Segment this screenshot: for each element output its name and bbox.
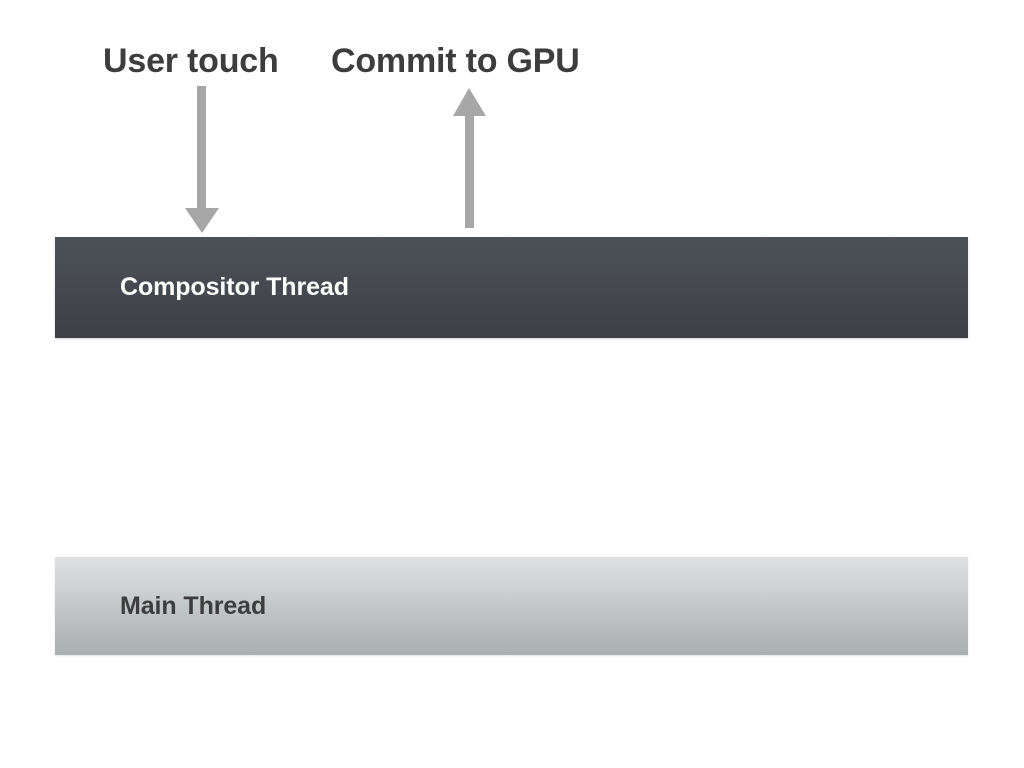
lane-compositor-thread: Compositor Thread xyxy=(55,237,968,338)
annotation-label-user-touch: User touch xyxy=(103,42,279,80)
arrow-up-icon xyxy=(446,85,494,232)
annotation-label-commit-to-gpu: Commit to GPU xyxy=(331,42,580,80)
arrow-down-icon xyxy=(178,86,226,236)
lane-label-compositor-thread: Compositor Thread xyxy=(120,273,349,301)
lane-label-main-thread: Main Thread xyxy=(120,591,267,620)
lane-main-thread: Main Thread xyxy=(55,557,968,655)
